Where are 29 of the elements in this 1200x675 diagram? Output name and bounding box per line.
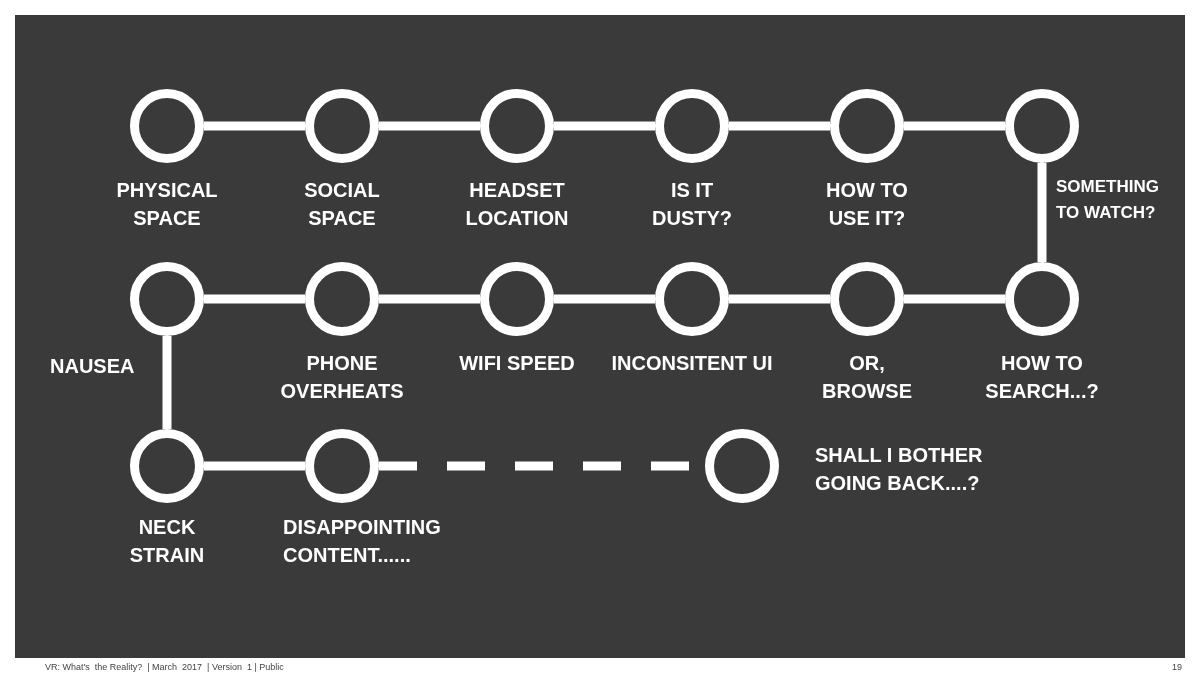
- station-label: PHONE OVERHEATS: [279, 351, 405, 404]
- connector-line: [904, 121, 1005, 131]
- station-label: IS IT DUSTY?: [651, 178, 733, 231]
- footer-text: VR: What's the Reality? | March 2017 | Version 1 | Public: [45, 662, 284, 672]
- station-label: SOCIAL SPACE: [303, 178, 381, 231]
- connector-line: [904, 294, 1005, 304]
- connector-line: [729, 294, 830, 304]
- connector-line: [729, 121, 830, 131]
- station-label: DISAPPOINTING CONTENT......: [283, 515, 442, 568]
- station-label: OR, BROWSE: [821, 351, 913, 404]
- connector-line: [379, 121, 480, 131]
- connector-line: [162, 336, 172, 429]
- station-label: PHYSICAL SPACE: [115, 178, 219, 231]
- connector-line: [204, 121, 305, 131]
- connector-line: [554, 121, 655, 131]
- station-label: HOW TO SEARCH...?: [984, 351, 1100, 404]
- connector-line: [554, 294, 655, 304]
- station-label: WIFI SPEED: [458, 351, 576, 376]
- connector-line: [379, 294, 480, 304]
- station-label: SOMETHING TO WATCH?: [1056, 176, 1160, 224]
- station-label: HOW TO USE IT?: [825, 178, 909, 231]
- station-label: INCONSITENT UI: [610, 351, 774, 376]
- connector-line: [1037, 163, 1047, 262]
- station-label: HEADSET LOCATION: [464, 178, 570, 231]
- station-label: NAUSEA: [50, 354, 136, 379]
- page-number: 19: [1172, 662, 1182, 672]
- station-label: NECK STRAIN: [128, 515, 206, 568]
- connector-line: [204, 461, 305, 471]
- station-label: SHALL I BOTHER GOING BACK....?: [815, 443, 984, 496]
